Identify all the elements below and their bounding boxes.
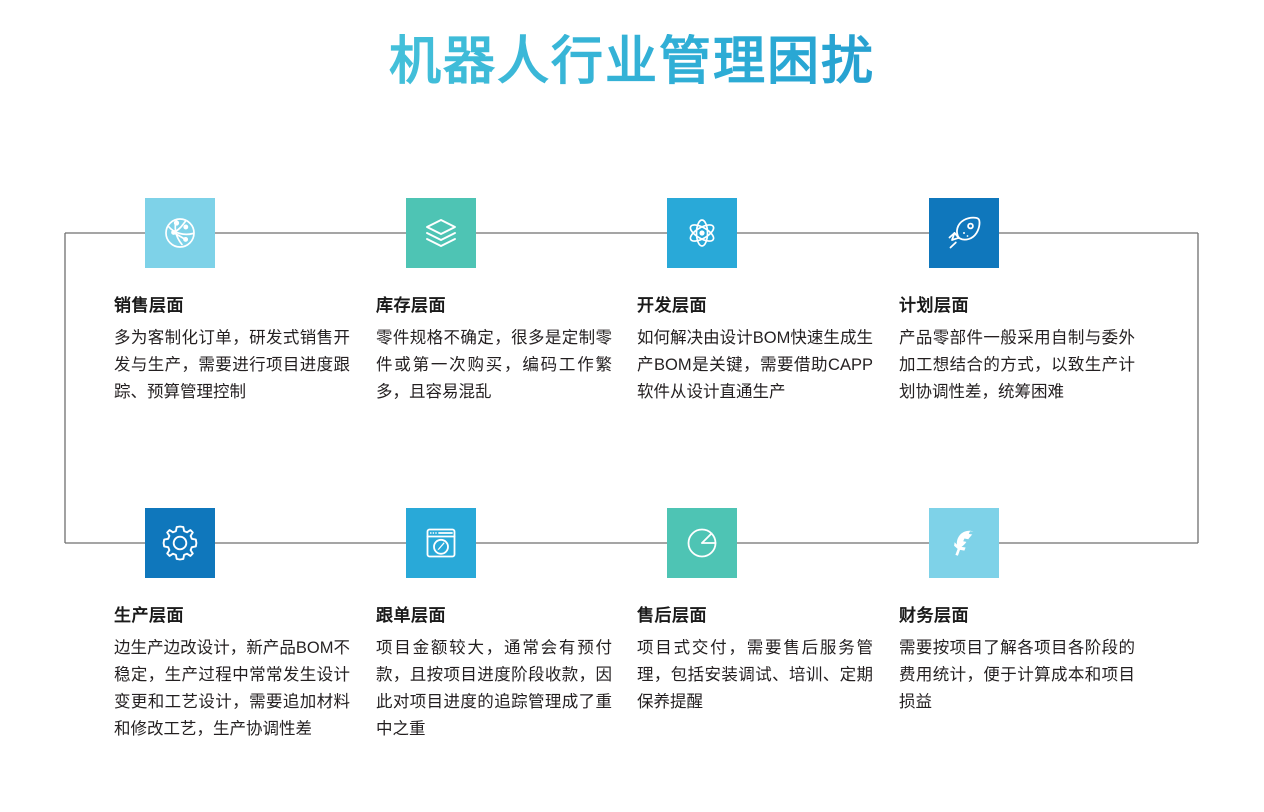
layers-stack-icon [421, 213, 461, 253]
card-development[interactable]: 开发层面 如何解决由设计BOM快速生成生产BOM是关键，需要借助CAPP软件从设… [637, 198, 877, 406]
card-body: 多为客制化订单，研发式销售开发与生产，需要进行项目进度跟踪、预算管理控制 [114, 329, 350, 401]
card-planning[interactable]: 计划层面 产品零部件一般采用自制与委外加工想结合的方式，以致生产计划协调性差，统… [899, 198, 1139, 406]
card-title: 销售层面 [114, 296, 184, 315]
card-title: 跟单层面 [376, 606, 446, 625]
card-body: 需要按项目了解各项目各阶段的费用统计，便于计算成本和项目损益 [899, 639, 1135, 711]
card-body: 边生产边改设计，新产品BOM不稳定，生产过程中常常发生设计变更和工艺设计，需要追… [114, 639, 350, 738]
card-sales[interactable]: 销售层面 多为客制化订单，研发式销售开发与生产，需要进行项目进度跟踪、预算管理控… [114, 198, 354, 406]
icon-tile-production [145, 508, 215, 578]
card-title: 售后层面 [637, 606, 707, 625]
icon-tile-development [667, 198, 737, 268]
card-after-sales[interactable]: 售后层面 项目式交付，需要售后服务管理，包括安装调试、培训、定期保养提醒 [637, 508, 877, 716]
card-body: 零件规格不确定，很多是定制零件或第一次购买，编码工作繁多，且容易混乱 [376, 329, 612, 401]
icon-tile-sales [145, 198, 215, 268]
feather-icon [944, 523, 984, 563]
card-body: 如何解决由设计BOM快速生成生产BOM是关键，需要借助CAPP软件从设计直通生产 [637, 329, 873, 401]
card-title: 财务层面 [899, 606, 969, 625]
page-title: 机器人行业管理困扰 [0, 33, 1264, 91]
globe-network-icon [160, 213, 200, 253]
atom-icon [682, 213, 722, 253]
icon-tile-finance [929, 508, 999, 578]
pie-chart-icon [682, 523, 722, 563]
card-finance[interactable]: 财务层面 需要按项目了解各项目各阶段的费用统计，便于计算成本和项目损益 [899, 508, 1139, 716]
card-inventory[interactable]: 库存层面 零件规格不确定，很多是定制零件或第一次购买，编码工作繁多，且容易混乱 [376, 198, 616, 406]
card-title: 库存层面 [376, 296, 446, 315]
icon-tile-after-sales [667, 508, 737, 578]
rocket-icon [943, 212, 985, 254]
card-body: 项目式交付，需要售后服务管理，包括安装调试、培训、定期保养提醒 [637, 639, 873, 711]
card-body: 产品零部件一般采用自制与委外加工想结合的方式，以致生产计划协调性差，统筹困难 [899, 329, 1135, 401]
card-title: 计划层面 [899, 296, 969, 315]
card-title: 开发层面 [637, 296, 707, 315]
card-body: 项目金额较大，通常会有预付款，且按项目进度阶段收款，因此对项目进度的追踪管理成了… [376, 639, 612, 738]
card-production[interactable]: 生产层面 边生产边改设计，新产品BOM不稳定，生产过程中常常发生设计变更和工艺设… [114, 508, 354, 742]
icon-tile-inventory [406, 198, 476, 268]
card-title: 生产层面 [114, 606, 184, 625]
gear-icon [159, 522, 201, 564]
card-order-tracking[interactable]: 跟单层面 项目金额较大，通常会有预付款，且按项目进度阶段收款，因此对项目进度的追… [376, 508, 616, 742]
browser-compass-icon [421, 523, 461, 563]
icon-tile-planning [929, 198, 999, 268]
icon-tile-order-tracking [406, 508, 476, 578]
